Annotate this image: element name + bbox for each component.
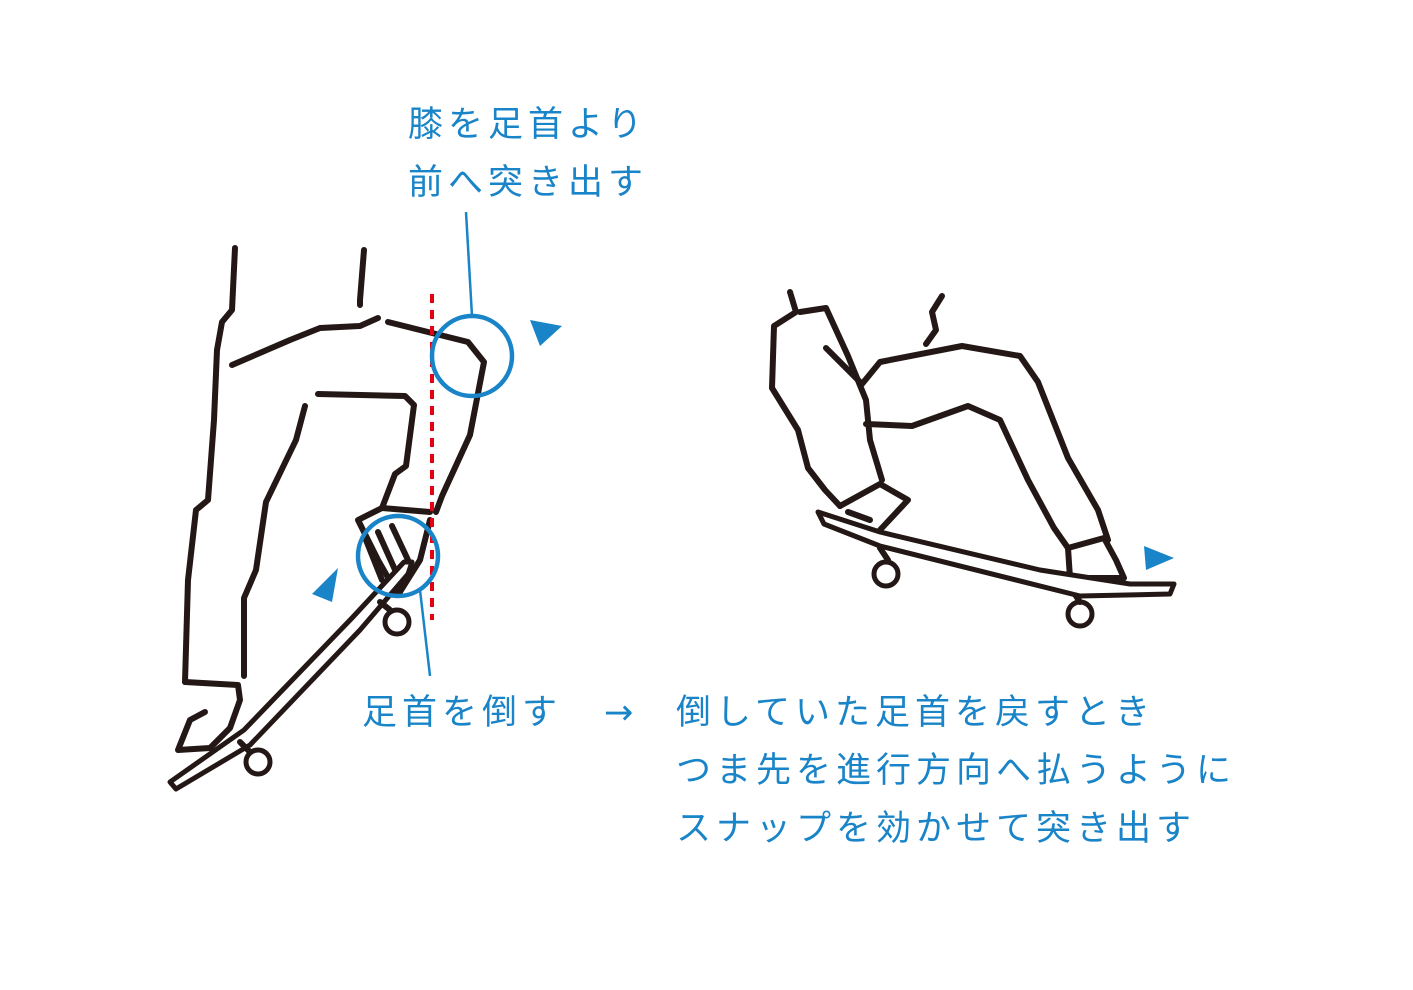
right-back-shoe <box>837 481 911 533</box>
right-front-thigh-bottom <box>863 403 1071 551</box>
left-skateboard-deck <box>167 559 415 792</box>
right-direction-triangle <box>1144 546 1174 570</box>
knee-annotation: 膝を足首より 前へ突き出す <box>408 96 648 212</box>
snap-annotation-line-3: スナップを効かせて突き出す <box>676 809 1197 849</box>
left-board-truck <box>237 599 393 755</box>
right-board-wheel-back <box>871 559 901 589</box>
snap-annotation-line-2: つま先を進行方向へ払うように <box>676 751 1237 791</box>
knee-direction-triangle <box>530 320 562 346</box>
right-front-shoe <box>1065 535 1127 581</box>
transition-arrow-glyph: → <box>604 693 639 733</box>
right-board-truck <box>877 545 1083 605</box>
knee-circle <box>429 313 515 399</box>
ankle-leader-line <box>418 589 432 677</box>
left-back-hip <box>229 315 381 368</box>
transition-arrow: → <box>604 684 638 742</box>
right-front-hip <box>923 293 945 347</box>
ankle-direction-triangle <box>312 568 338 602</box>
ankle-circle <box>355 513 441 599</box>
right-back-leg-outline <box>769 289 843 509</box>
left-back-leg-inner <box>241 403 308 679</box>
ankle-annotation-text: 足首を倒す <box>362 693 563 733</box>
left-shoe-laces <box>363 523 411 583</box>
left-board-wheel-back <box>243 747 273 777</box>
ankle-annotation: 足首を倒す <box>362 684 562 742</box>
left-board-wheel-front <box>382 607 412 637</box>
right-skateboard-deck <box>815 509 1177 599</box>
left-front-leg-back <box>357 247 367 308</box>
left-front-shin <box>315 391 433 515</box>
knee-annotation-line-1: 膝を足首より <box>408 105 648 145</box>
left-back-foot <box>175 679 243 753</box>
snap-annotation-line-1: 倒していた足首を戻すとき <box>676 693 1155 733</box>
left-front-thigh <box>385 319 487 515</box>
right-back-leg-inner <box>797 305 885 483</box>
left-back-leg-outline <box>182 245 238 685</box>
knee-leader-line <box>464 211 474 317</box>
right-figure <box>769 289 1177 629</box>
right-board-wheel-front <box>1065 599 1095 629</box>
left-figure <box>167 245 487 792</box>
right-front-thigh-top <box>823 343 1111 543</box>
snap-annotation: 倒していた足首を戻すとき つま先を進行方向へ払うように スナップを効かせて突き出… <box>676 684 1236 858</box>
knee-annotation-line-2: 前へ突き出す <box>408 163 649 203</box>
